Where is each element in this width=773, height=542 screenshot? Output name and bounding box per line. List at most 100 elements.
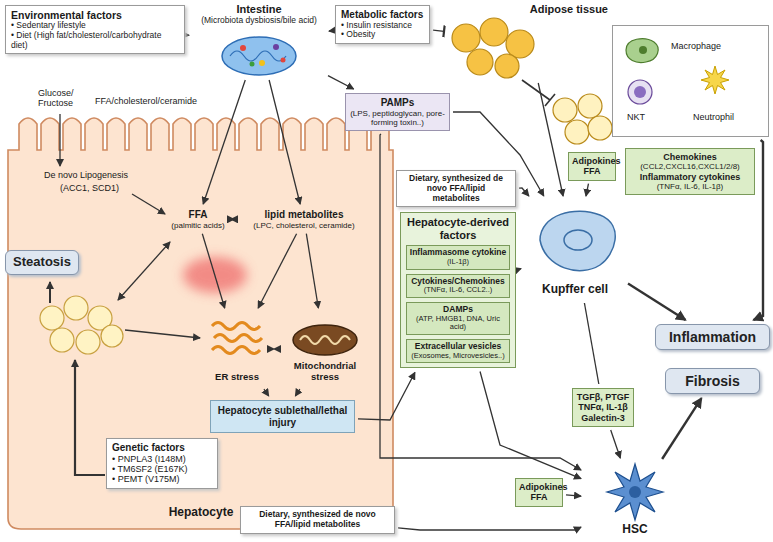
factor-box: DAMPs(ATP, HMGB1, DNA, Uric acid) xyxy=(406,302,510,335)
node-text: Neutrophil xyxy=(693,112,734,122)
node-text: • Obesity xyxy=(341,30,424,40)
factor-box: Extracellular vesicles(Exosomes, Microve… xyxy=(406,339,510,363)
mediator-box: Adipokines FFA xyxy=(568,152,616,181)
enlarged-adipocytes xyxy=(553,94,612,144)
factor-box: Cytokines/Chemokines(TNFα, IL-6, CCL2..) xyxy=(406,274,510,298)
node-text: • PNPLA3 (I148M) xyxy=(112,454,212,464)
connector-arrow xyxy=(662,398,701,459)
connector-arrow xyxy=(480,371,581,478)
node-text: (Exosomes, Microvesicles..) xyxy=(409,352,507,361)
organ-illustration: Intestine(Microbiota dysbiosis/bile acid… xyxy=(193,2,325,77)
connector-arrow xyxy=(231,219,234,220)
mitochondrion-illustration xyxy=(293,325,357,355)
factor-box: Inflammasome cytokine(IL-1β) xyxy=(406,245,510,269)
node-heading: Adipokines FFA xyxy=(519,482,559,503)
node-heading: Inflammatory cytokines xyxy=(629,172,751,182)
node-heading: Kupffer cell xyxy=(542,283,608,297)
factor-box: Environmental factors• Sedentary lifesty… xyxy=(5,5,185,54)
intestine-illustration xyxy=(222,37,296,75)
node-text: • Diet (High fat/cholesterol/carbohydrat… xyxy=(11,31,179,51)
node-heading: FFA xyxy=(170,209,226,221)
connector-arrow xyxy=(398,527,581,530)
connector-arrow xyxy=(519,188,529,196)
node-heading: Environmental factors xyxy=(11,9,179,21)
annotation-label: De novo Lipogenesis xyxy=(44,170,128,180)
metabolite-text: lipid metabolites(LPC, cholesterol, cera… xyxy=(238,208,370,231)
factor-group: Hepatocyte-derived factorsInflammasome c… xyxy=(400,212,516,368)
node-text: • Sedentary lifestyle xyxy=(11,21,179,31)
outcome-box: Steatosis xyxy=(5,250,79,275)
immune-cell-icons xyxy=(626,39,729,104)
adipocyte-cluster xyxy=(452,18,534,78)
node-text: • Insulin resistance xyxy=(341,21,424,31)
metabolite-text: FFA(palmitic acids) xyxy=(168,208,228,231)
connector-arrow xyxy=(519,268,521,270)
node-heading: Dietary, synthesized de novo FFA/lipid m… xyxy=(402,174,510,203)
node-heading: Adipose tissue xyxy=(530,3,608,16)
connector-arrow xyxy=(584,303,598,384)
node-heading: Genetic factors xyxy=(112,442,212,454)
node-heading: HSC xyxy=(622,523,647,537)
outcome-box: Inflammation xyxy=(655,324,770,350)
node-heading: Inflammasome cytokine xyxy=(409,248,507,258)
diet-box: Dietary, synthesized de novo FFA/lipid m… xyxy=(396,170,516,207)
node-text: (LPC, cholesterol, ceramide) xyxy=(240,221,368,230)
pamps-box: PAMPs(LPS, peptidoglycan, pore-forming t… xyxy=(345,93,450,131)
node-text: (CCL2,CXCL16,CXCL1/2/8) xyxy=(629,162,751,171)
node-heading: Dietary, synthesized de novo FFA/lipid m… xyxy=(246,510,389,530)
hsc-icon xyxy=(607,464,663,520)
tissue-illustration: Adipose tissue xyxy=(448,2,610,80)
connector-arrow xyxy=(628,284,686,320)
mediator-box: Chemokines(CCL2,CXCL16,CXCL1/2/8)Inflamm… xyxy=(625,148,755,195)
node-heading: TGFβ, PTGF TNFα, IL-1β Galectin-3 xyxy=(576,392,630,423)
mediator-box: Adipokines FFA xyxy=(515,478,563,507)
connector-arrow xyxy=(329,30,332,32)
immune-cell-key: MacrophageNKT Neutrophil xyxy=(612,25,769,137)
node-heading: lipid metabolites xyxy=(240,209,368,221)
node-text: Macrophage xyxy=(671,41,721,51)
node-text: (TNFα, IL-6, CCL2..) xyxy=(409,286,507,295)
node-heading: Metabolic factors xyxy=(341,9,424,21)
connector-arrow xyxy=(380,134,581,470)
mediator-box: TGFβ, PTGF TNFα, IL-1β Galectin-3 xyxy=(572,388,634,427)
outcome-box: Fibrosis xyxy=(665,368,760,394)
factor-box: Genetic factors• PNPLA3 (I148M)• TM6SF2 … xyxy=(106,438,218,489)
connector-arrow xyxy=(433,30,444,31)
annotation-label: FFA/cholesterol/ceramide xyxy=(95,96,197,106)
factor-box: Metabolic factors• Insulin resistance• O… xyxy=(335,5,430,44)
annotation-label: Glucose/ Fructose xyxy=(38,88,88,109)
injury-box: Hepatocyte sublethal/lethal injury xyxy=(210,400,355,433)
connector-arrow xyxy=(188,35,189,36)
node-text: NKT xyxy=(627,112,645,122)
node-text: • TM6SF2 (E167K) xyxy=(112,464,212,474)
annotation-label: (ACC1, SCD1) xyxy=(60,183,119,193)
node-heading: Hepatocyte xyxy=(169,506,234,520)
node-heading: PAMPs xyxy=(350,97,445,109)
stellate-cell: HSC xyxy=(585,462,685,540)
kupffer-cell: Kupffer cell xyxy=(525,200,625,300)
node-heading: Inflammation xyxy=(660,329,765,345)
connector-arrow xyxy=(586,184,589,196)
connector-arrow xyxy=(566,495,581,496)
cell-membrane xyxy=(8,118,393,529)
node-heading: Chemokines xyxy=(629,152,751,162)
node-text: (ATP, HMGB1, DNA, Uric acid) xyxy=(409,315,507,332)
node-text: (IL-1β) xyxy=(409,258,507,267)
node-heading: Steatosis xyxy=(10,255,74,270)
node-heading: Adipokines FFA xyxy=(572,156,612,177)
connector-arrow xyxy=(328,76,354,89)
connector-arrow xyxy=(611,430,621,458)
node-heading: Intestine xyxy=(195,3,323,16)
node-heading: Cytokines/Chemokines xyxy=(409,277,507,287)
node-text: (palmitic acids) xyxy=(170,221,226,230)
node-heading: Fibrosis xyxy=(670,373,755,389)
connector-arrow xyxy=(538,83,563,196)
node-heading: Mitochondrial stress xyxy=(280,361,370,383)
node-heading: Extracellular vesicles xyxy=(409,342,507,352)
node-text: (Microbiota dysbiosis/bile acid) xyxy=(195,16,323,26)
node-heading: ER stress xyxy=(215,372,259,383)
diet-box: Dietary, synthesized de novo FFA/lipid m… xyxy=(240,506,395,534)
